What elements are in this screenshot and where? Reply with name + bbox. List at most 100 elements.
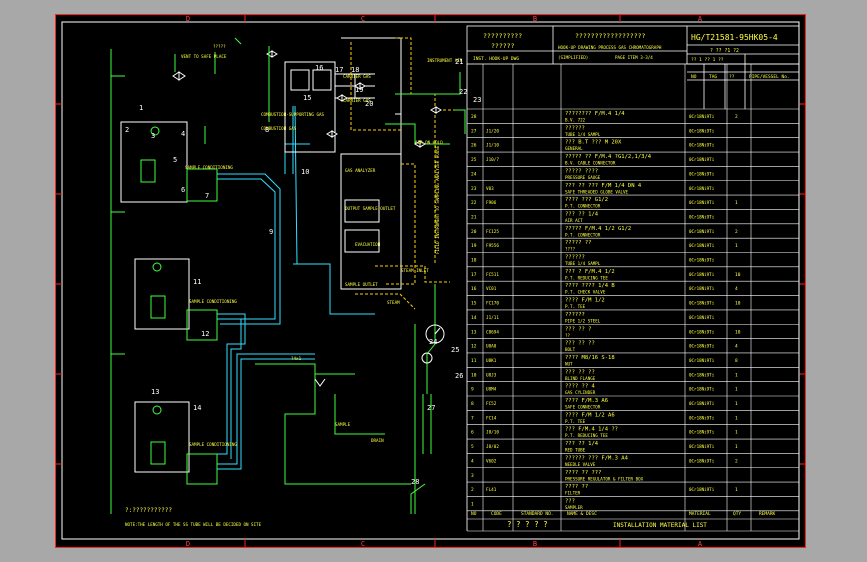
bom-row-desc: ???? F/M.3 A6 <box>565 398 608 404</box>
bom-row-no: 3 <box>471 473 474 479</box>
callout-number: 7 <box>205 192 209 200</box>
bom-row-desc2: RED TUBE <box>565 448 586 453</box>
bom-row-desc2: P.T. CONNECTOR <box>565 204 601 209</box>
callout-number: 18 <box>351 66 359 74</box>
bom-row-no: 22 <box>471 200 477 206</box>
doc-number: HG/T21581-95HK05-4 <box>691 33 778 42</box>
label-air-on: AIR ON HOLD <box>415 140 443 145</box>
footer-qty: QTY <box>733 511 741 517</box>
bom-row-desc: ???? F/M 1/2 A6 <box>565 412 615 418</box>
bom-row-desc2: PRESSURE REGULATOR & FILTER BOX <box>565 476 644 481</box>
bom-row-no: 16 <box>471 286 477 292</box>
bom-row-material: 0Cr18Ni9Ti <box>689 272 715 277</box>
bom-row-qty: 10 <box>735 329 741 335</box>
bom-row-desc2: ???? <box>565 247 576 252</box>
bom-row-material: 0Cr18Ni9Ti <box>689 200 715 205</box>
bom-row-no: 5 <box>471 444 474 450</box>
callout-number: 10 <box>301 168 309 176</box>
callout-number: 6 <box>181 186 185 194</box>
bom-row-desc: ???? ???? 1/4 B <box>565 283 615 289</box>
bom-row-desc: ???? ??? G1/2 <box>565 197 608 203</box>
title-en: HOOK-UP DRAWING PROCESS GAS CHROMATOGRAP… <box>558 45 662 50</box>
bom-row-material: 0Cr18Ni9Ti <box>689 229 715 234</box>
bom-row-code: J1/10 <box>486 143 499 149</box>
bom-row-qty: 1 <box>735 430 738 436</box>
list-title-cn: ? ? ? ? ? <box>507 520 548 529</box>
bom-row-material: 0Cr18Ni9Ti <box>689 387 715 392</box>
bottom-note-cn: ?:??????????? <box>125 507 172 514</box>
bom-row-no: 26 <box>471 143 477 149</box>
bom-row-desc2: NUT <box>565 361 573 366</box>
bom-row-no: 13 <box>471 329 477 335</box>
bom-row-code: V03 <box>486 186 494 192</box>
callout-number: 19 <box>355 86 363 94</box>
bom-row-desc: ?????? ??? F/M.3 A4 <box>565 455 629 461</box>
bom-row-no: 2 <box>471 487 474 493</box>
bom-hdr-no: NO <box>691 74 697 80</box>
bom-row-desc: ????? ???? <box>565 168 598 174</box>
bom-row-qty: 1 <box>735 401 738 407</box>
pressure-gauge-icon <box>425 324 445 344</box>
bom-row-desc2: P.T. REDUCING TEE <box>565 275 608 280</box>
bom-row-desc: ??? F/M.4 1/4 ?? <box>565 427 618 433</box>
title-block <box>466 25 800 109</box>
bottom-note-en: NOTE:THE LENGTH OF THE SS TUBE WILL BE D… <box>125 522 262 527</box>
sample-box-1 <box>120 121 188 203</box>
bom-row-desc: ???????? F/M.4 1/4 <box>565 111 625 117</box>
header-small: ?? 1 ?? 1 ?? <box>691 57 724 63</box>
bom-row-desc2: BOLT <box>565 347 576 352</box>
bom-row-desc2: NEEDLE VALVE <box>565 462 596 467</box>
bom-row-material: 0Cr18Ni9Ti <box>689 214 715 219</box>
label-output-outlet: OUTPUT SAMPLE OUTLET <box>345 206 396 211</box>
callout-number: 15 <box>303 94 311 102</box>
label-analyzer: GAS ANALYZER <box>345 168 376 173</box>
bom-row-no: 20 <box>471 229 477 235</box>
bom-row-desc: ????? ?? <box>565 240 592 246</box>
label-carrier-gas-2: CARRIER GAS <box>343 98 371 103</box>
bom-row-material: 0Cr18Ni9Ti <box>689 143 715 148</box>
bom-row-code: U8M4 <box>486 387 497 393</box>
bom-row-qty: 1 <box>735 200 738 206</box>
footer-std: STANDARD NO. <box>521 511 554 517</box>
bom-row-material: 0Cr18Ni9Ti <box>689 128 715 133</box>
callout-number: 27 <box>427 404 435 412</box>
bom-row-material: 0Cr18Ni9Ti <box>689 358 715 363</box>
bom-row-desc: ?????? <box>565 255 585 261</box>
bom-row-no: 12 <box>471 344 477 350</box>
bom-row-code: U8A0 <box>486 344 497 350</box>
label-steam: STEAM <box>387 300 400 305</box>
bom-row-desc: ???? ?? <box>565 484 588 490</box>
bom-row-material: 0Cr18Ni9Ti <box>689 114 715 119</box>
bom-row-no: 6 <box>471 430 474 436</box>
bom-row-desc2: B.V. 722 <box>565 118 586 123</box>
zone-ticks <box>55 14 806 548</box>
bom-row-no: 27 <box>471 128 477 134</box>
callout-number: 8 <box>265 126 269 134</box>
bom-row-desc: ??? ?? 1/4 <box>565 441 599 447</box>
bom-row-desc2: GENERAL <box>565 146 583 151</box>
bom-row-material: 0Cr18Ni9Ti <box>689 401 715 406</box>
outer-border <box>55 14 806 548</box>
label-sample-outlet: SAMPLE OUTLET <box>345 282 378 287</box>
bom-row-no: 1 <box>471 501 474 507</box>
bom-row-desc: ??? ?? ??? F/M 1/4 DN 4 <box>565 183 642 189</box>
bom-row-desc2: B.V. CABLE CONNECTOR <box>565 161 616 166</box>
bom-row-desc: ?????? <box>565 125 585 131</box>
bom-row-code: F9556 <box>486 243 499 249</box>
bom-row-no: 4 <box>471 458 474 464</box>
zone-letter-top-b: B <box>533 15 537 23</box>
bom-row-qty: 1 <box>735 444 738 450</box>
callout-number: 14 <box>193 404 201 412</box>
callout-number: 26 <box>455 372 463 380</box>
zone-letter-top-d: D <box>186 15 190 23</box>
bom-row-desc: ?????? <box>565 312 585 318</box>
bom-row-desc2: TUBE 1/4 SAMPL <box>565 132 601 137</box>
bom-row-code: C8694 <box>486 329 499 335</box>
bom-row-qty: 1 <box>735 243 738 249</box>
bom-row-desc: ???? ?? ??? <box>565 470 601 476</box>
bom-row-desc2: SAMPLER <box>565 505 583 510</box>
title-cn: ?????????????????? <box>575 32 646 40</box>
label-sample-cond-1: SAMPLE CONDITIONING <box>185 165 233 170</box>
analyzer-housing <box>284 61 336 153</box>
